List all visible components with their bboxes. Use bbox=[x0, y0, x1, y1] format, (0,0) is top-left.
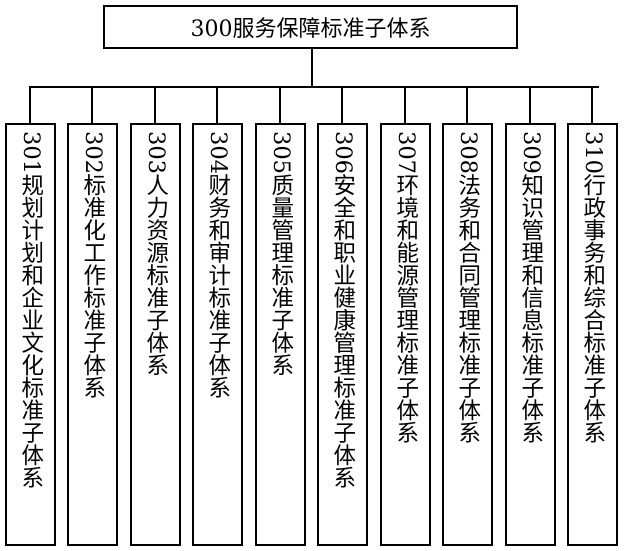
child-label: 304财务和审计标准子体系 bbox=[204, 131, 231, 399]
child-connector bbox=[91, 86, 93, 123]
child-node: 308法务和合同管理标准子体系 bbox=[442, 123, 493, 546]
child-label: 309知识管理和信息标准子体系 bbox=[517, 131, 544, 444]
child-connector bbox=[466, 86, 468, 123]
child-label: 310行政事务和综合标准子体系 bbox=[579, 131, 606, 444]
child-node: 309知识管理和信息标准子体系 bbox=[505, 123, 556, 546]
child-node: 305质量管理标准子体系 bbox=[255, 123, 306, 546]
child-label: 301规划计划和企业文化标准子体系 bbox=[17, 131, 44, 489]
root-label: 300服务保障标准子体系 bbox=[190, 17, 431, 42]
child-connector bbox=[29, 86, 31, 123]
child-label: 306安全和职业健康管理标准子体系 bbox=[329, 131, 356, 489]
child-label: 303人力资源标准子体系 bbox=[142, 131, 169, 377]
child-label: 307环境和能源管理标准子体系 bbox=[392, 131, 419, 444]
child-node: 302标准化工作标准子体系 bbox=[67, 123, 118, 546]
child-label: 308法务和合同管理标准子体系 bbox=[454, 131, 481, 444]
child-label: 305质量管理标准子体系 bbox=[267, 131, 294, 377]
root-node: 300服务保障标准子体系 bbox=[103, 5, 518, 49]
child-connector bbox=[591, 86, 593, 123]
child-node: 303人力资源标准子体系 bbox=[130, 123, 181, 546]
child-connector bbox=[404, 86, 406, 123]
child-connector bbox=[279, 86, 281, 123]
child-connector bbox=[341, 86, 343, 123]
child-node: 310行政事务和综合标准子体系 bbox=[567, 123, 618, 546]
child-connector bbox=[529, 86, 531, 123]
child-node: 306安全和职业健康管理标准子体系 bbox=[317, 123, 368, 546]
child-connector bbox=[216, 86, 218, 123]
child-node: 307环境和能源管理标准子体系 bbox=[380, 123, 431, 546]
root-connector bbox=[311, 49, 313, 88]
child-node: 301规划计划和企业文化标准子体系 bbox=[5, 123, 56, 546]
horizontal-bus bbox=[29, 86, 599, 88]
child-connector bbox=[154, 86, 156, 123]
child-label: 302标准化工作标准子体系 bbox=[79, 131, 106, 399]
child-node: 304财务和审计标准子体系 bbox=[192, 123, 243, 546]
